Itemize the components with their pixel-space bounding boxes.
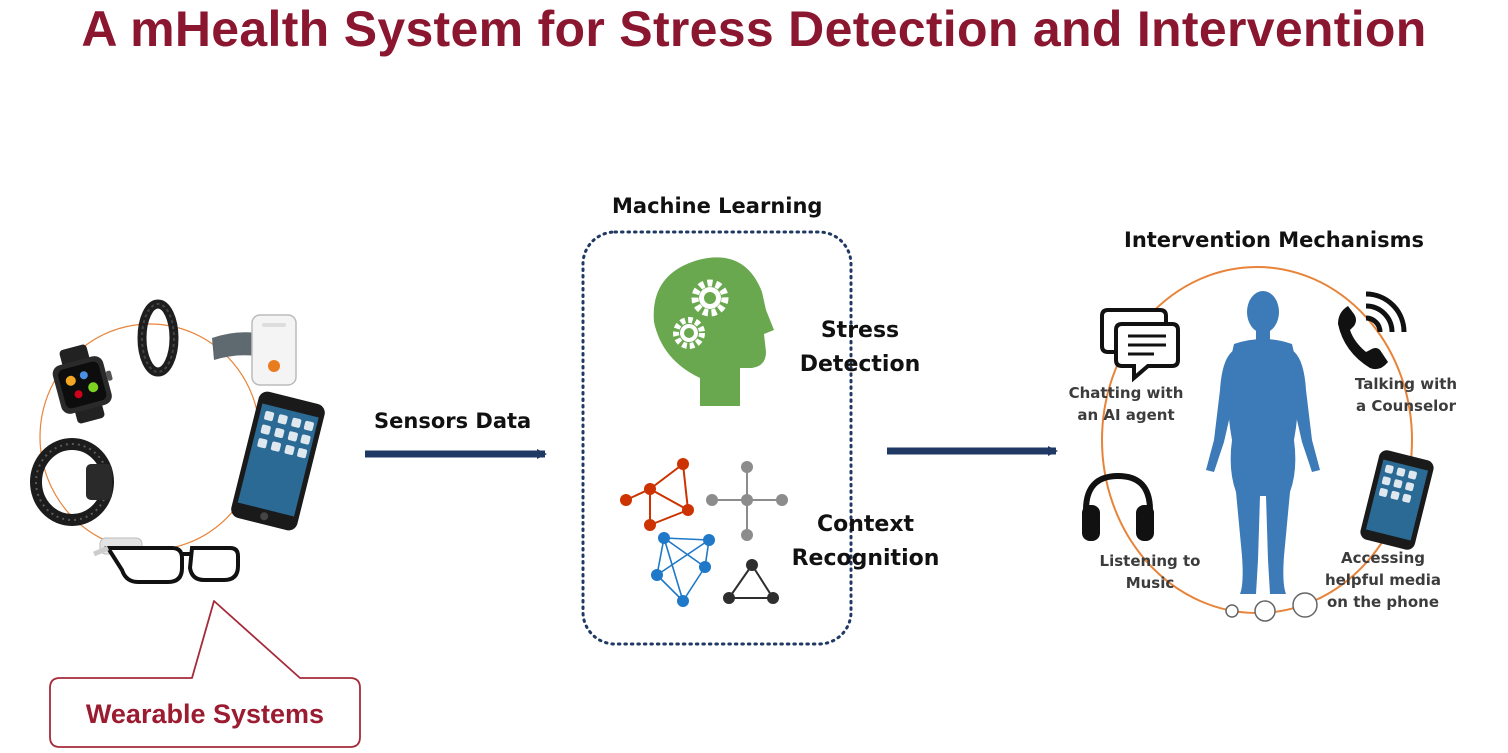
sensors-data-label: Sensors Data [374,409,532,433]
context-recognition-label: Context Recognition [788,508,943,576]
chat-label: Chatting with an AI agent [1062,382,1190,426]
media-phone-icon [1360,450,1434,550]
chat-line-1: Chatting with [1068,384,1184,402]
stress-detection-label: Stress Detection [790,314,930,382]
media-line-2: helpful media [1324,571,1442,589]
chat-line-2: an AI agent [1077,406,1175,424]
media-line-3: on the phone [1326,593,1440,611]
media-line-1: Accessing [1341,549,1425,567]
smartphone-icon [231,391,325,531]
stress-detection-line-1: Stress [820,318,900,343]
machine-learning-box [581,230,853,646]
music-line-1: Listening to [1099,552,1201,570]
counselor-label: Talking with a Counselor [1346,373,1466,417]
brain-gears-icon [653,257,774,406]
counselor-line-2: a Counselor [1356,397,1456,415]
wristband-icon [30,438,114,526]
intervention-heading: Intervention Mechanisms [1124,228,1424,252]
wearable-systems-label: Wearable Systems [86,699,324,729]
machine-learning-heading: Machine Learning [612,194,823,218]
sensor-armband-icon [212,314,297,386]
headphones-icon [1082,472,1154,541]
context-recognition-line-1: Context [816,512,915,537]
media-label: Accessing helpful media on the phone [1320,547,1446,613]
phone-call-icon [1338,291,1407,370]
music-line-2: Music [1125,574,1175,592]
fitness-band-icon [137,299,179,377]
counselor-line-1: Talking with [1354,375,1458,393]
smartwatch-icon [52,344,113,424]
network-graphs-icon [620,458,788,607]
stress-detection-line-2: Detection [799,352,921,377]
callout-bubble [49,600,361,748]
context-recognition-line-2: Recognition [791,546,940,571]
thought-bubbles [1225,592,1318,622]
human-body-icon [1206,291,1320,594]
music-label: Listening to Music [1090,550,1210,594]
chat-bubbles-icon [1100,308,1180,383]
smart-glasses-icon [93,537,240,584]
wearables-cluster: Wearable Systems [30,299,361,748]
page-title: A mHealth System for Stress Detection an… [81,1,1427,57]
